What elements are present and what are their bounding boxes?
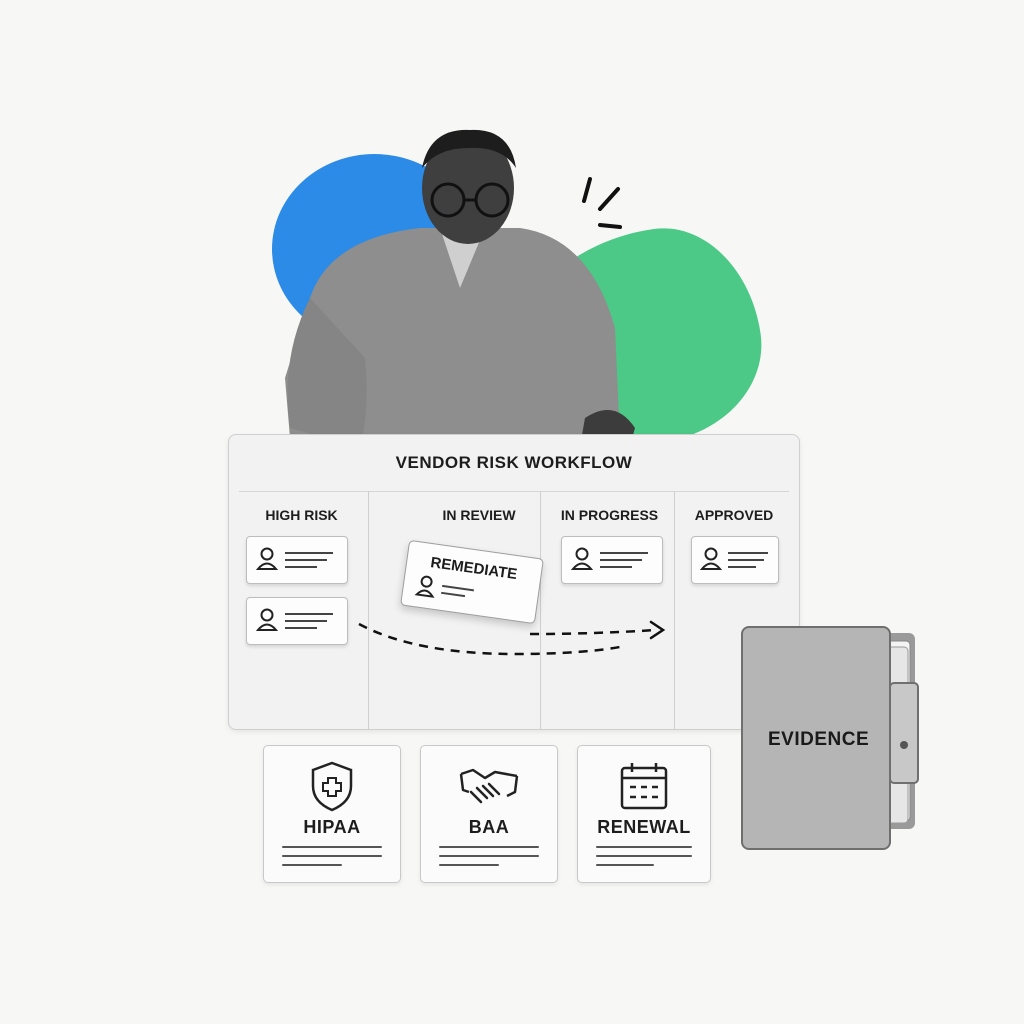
person-icon [255, 608, 333, 631]
spark-lines-icon [582, 177, 622, 229]
baa-tile[interactable]: BAA [420, 745, 558, 883]
hipaa-label: HIPAA [303, 817, 361, 837]
handshake-icon [459, 768, 519, 804]
evidence-label: EVIDENCE [768, 729, 870, 750]
evidence-binder [741, 626, 919, 850]
column-header-in-progress: IN PROGRESS [560, 507, 659, 523]
column-divider [674, 491, 675, 729]
renewal-tile[interactable]: RENEWAL [577, 745, 711, 883]
person-icon [414, 575, 474, 598]
column-header-approved: APPROVED [694, 507, 774, 523]
renewal-label: RENEWAL [597, 817, 691, 837]
move-arrow-icon [358, 620, 666, 656]
hipaa-tile[interactable]: HIPAA [263, 745, 401, 883]
column-header-in-review: IN REVIEW [442, 507, 516, 523]
text-lines [439, 846, 539, 873]
remediate-card[interactable]: REMEDIATE [400, 539, 544, 625]
person-icon [699, 547, 768, 570]
column-header-high-risk: HIGH RISK [265, 507, 338, 523]
vendor-card[interactable] [691, 536, 779, 584]
vendor-card[interactable] [561, 536, 663, 584]
header-divider [239, 491, 789, 492]
vendor-card[interactable] [246, 536, 348, 584]
person-icon [255, 547, 333, 570]
column-divider [540, 491, 541, 729]
text-lines [596, 846, 692, 873]
text-lines [282, 846, 382, 873]
person-icon [570, 547, 648, 570]
calendar-icon [620, 763, 668, 810]
baa-label: BAA [468, 817, 510, 837]
person-illustration [285, 129, 635, 458]
shield-plus-icon [311, 761, 353, 812]
board-title: VENDOR RISK WORKFLOW [395, 453, 633, 472]
column-divider [368, 491, 369, 729]
vendor-card[interactable] [246, 597, 348, 645]
